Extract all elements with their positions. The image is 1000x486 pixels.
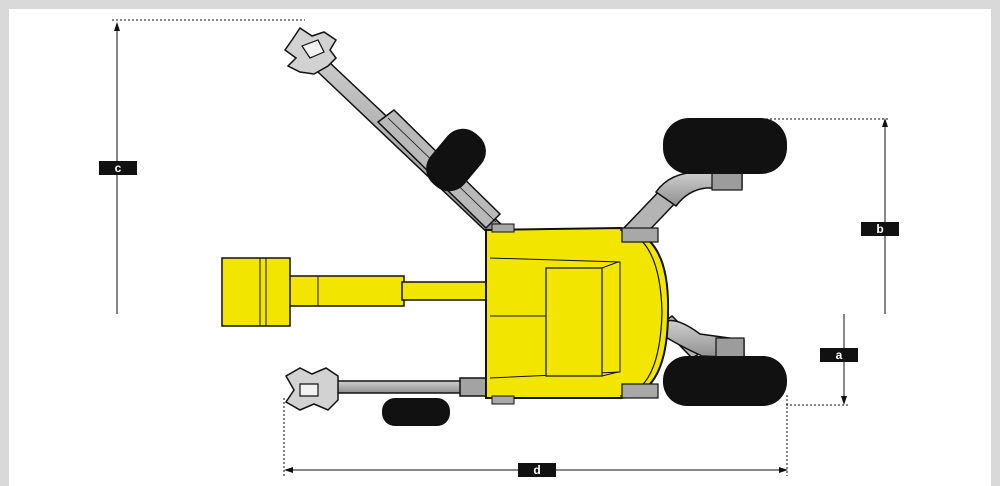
- upper-left-tire: [426, 128, 486, 192]
- chassis: [485, 223, 670, 405]
- dimension-d-arrow-right: [779, 467, 788, 473]
- dimension-label-d: d: [518, 463, 556, 477]
- upper-right-outrigger: [620, 167, 743, 241]
- dimension-label-c: c: [99, 161, 137, 175]
- dimension-c-arrow: [114, 22, 120, 31]
- lower-left-tire: [382, 398, 450, 426]
- lower-right-tire[interactable]: [663, 356, 787, 406]
- dimension-b-arrow: [882, 118, 888, 127]
- dimension-label-a: a: [820, 348, 858, 362]
- boom: [283, 275, 489, 307]
- upper-right-tire[interactable]: [663, 118, 787, 174]
- dimension-label-b: b: [861, 222, 899, 236]
- dimension-d-arrow-left: [284, 467, 293, 473]
- dimension-a-arrow: [841, 396, 847, 405]
- platform-basket[interactable]: [221, 257, 291, 327]
- lower-right-outrigger: [658, 315, 745, 359]
